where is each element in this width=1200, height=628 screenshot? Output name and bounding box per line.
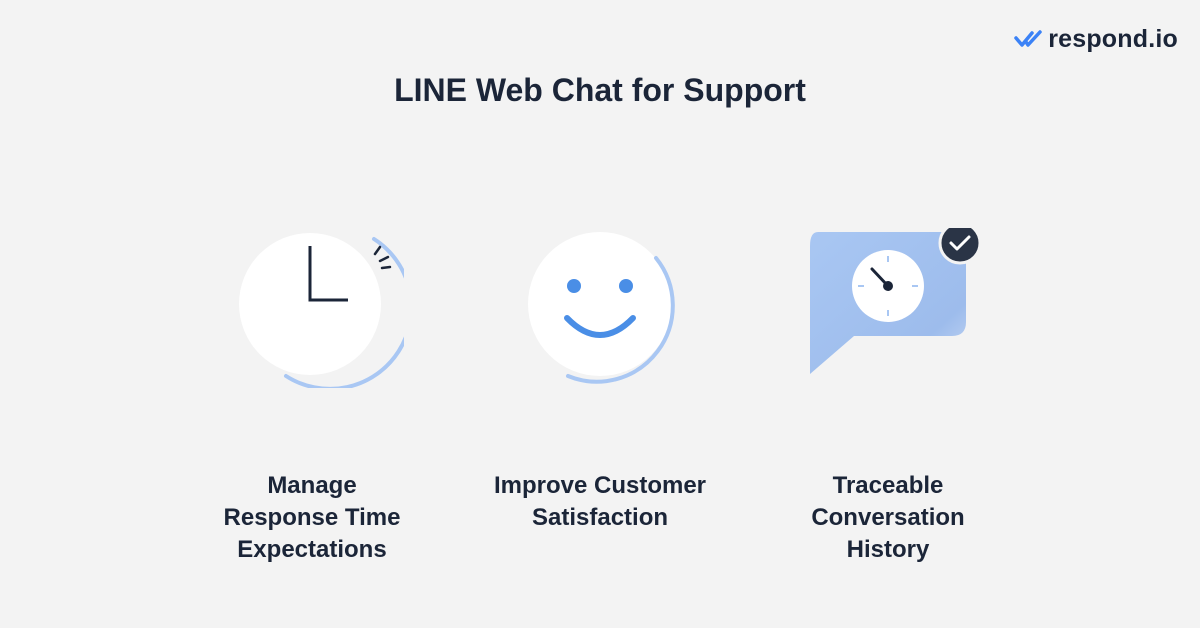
feature-label-history: Traceable Conversation History — [768, 470, 1008, 566]
double-check-logo-icon — [1014, 30, 1042, 47]
brand-logo[interactable]: respond.io — [1014, 22, 1178, 56]
feature-label-line: Response Time — [223, 504, 401, 531]
smiley-face-icon — [522, 228, 682, 388]
chat-bubble-clock-icon — [800, 228, 990, 388]
feature-label-line: Expectations — [237, 536, 387, 563]
feature-label-response-time: Manage Response Time Expectations — [192, 470, 432, 566]
feature-label-line: Traceable — [832, 472, 944, 499]
feature-label-line: Improve Customer — [493, 472, 707, 499]
feature-label-satisfaction: Improve Customer Satisfaction — [480, 470, 720, 534]
page-title: LINE Web Chat for Support — [394, 72, 806, 108]
clock-icon — [234, 228, 404, 388]
brand-name: respond.io — [1048, 24, 1178, 53]
feature-label-line: Manage — [267, 472, 357, 499]
feature-label-line: Conversation — [811, 504, 965, 531]
feature-label-line: Satisfaction — [531, 504, 669, 531]
feature-label-line: History — [846, 536, 930, 563]
